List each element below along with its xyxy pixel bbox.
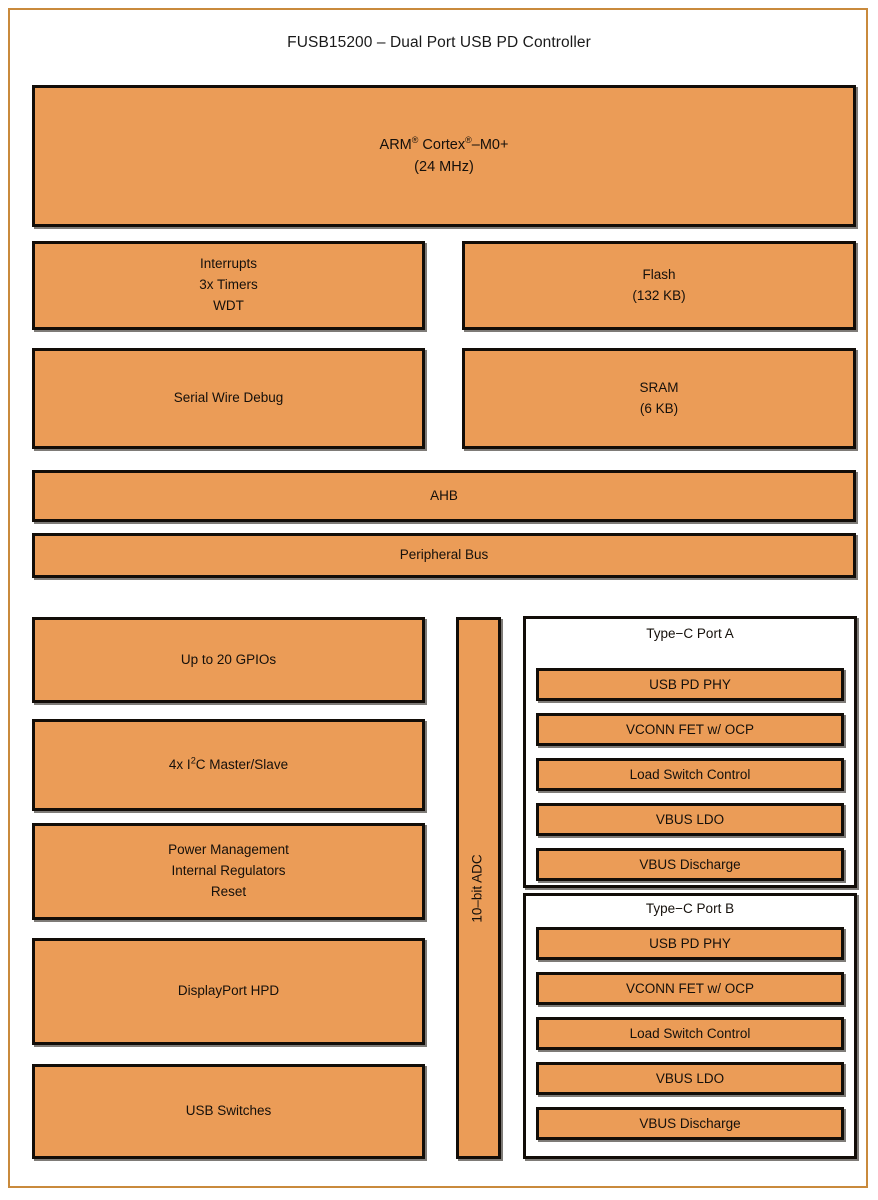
displayport-hpd-label: DisplayPort HPD [177,983,280,999]
port-b-header: Type−C Port B [645,901,735,916]
power-line-3: Reset [210,883,247,899]
usb-switches-label: USB Switches [185,1103,272,1119]
power-line-1: Power Management [168,842,289,858]
ahb-label: AHB [430,487,458,503]
port-a-row-vconn-fet: VCONN FET w/ OCP [536,713,844,746]
port-b-row-vbus-discharge: VBUS Discharge [536,1107,844,1140]
adc-label: 10–bit ADC [470,853,486,923]
container-type-c-port-b: Type−C Port B USB PD PHY VCONN FET w/ OC… [523,893,857,1159]
cpu-name-middle: Cortex [418,136,466,153]
i2c-suffix: C Master/Slave [195,756,289,772]
block-ahb-bus: AHB [32,470,856,522]
power-label: Power Management Internal Regulators Res… [168,840,289,903]
swd-label: Serial Wire Debug [173,390,284,406]
port-b-row-label: VBUS LDO [655,1071,725,1086]
gpio-label: Up to 20 GPIOs [180,651,277,667]
block-displayport-hpd: DisplayPort HPD [32,938,425,1045]
registered-icon: ® [465,134,472,145]
flash-label: Flash (132 KB) [632,265,685,307]
cpu-label: ARM® Cortex®–M0+ (24 MHz) [380,134,509,179]
sram-line-2: (6 KB) [639,400,679,416]
port-a-row-label: VCONN FET w/ OCP [625,722,754,737]
i2c-superscript: 2 [190,755,196,766]
sram-label: SRAM (6 KB) [639,378,678,420]
port-a-row-label: Load Switch Control [629,767,751,782]
block-peripheral-bus: Peripheral Bus [32,533,856,578]
port-a-row-label: VBUS Discharge [639,857,741,872]
power-line-2: Internal Regulators [171,863,286,879]
interrupts-label: Interrupts 3x Timers WDT [199,254,258,317]
i2c-prefix: 4x I [168,756,191,772]
port-a-row-label: VBUS LDO [655,812,725,827]
interrupts-line-3: WDT [213,297,244,313]
port-a-header: Type−C Port A [646,626,734,641]
diagram-title: FUSB15200 – Dual Port USB PD Controller [287,34,591,51]
container-type-c-port-a: Type−C Port A USB PD PHY VCONN FET w/ OC… [523,616,857,888]
interrupts-line-1: Interrupts [199,256,257,272]
block-power-management: Power Management Internal Regulators Res… [32,823,425,920]
port-a-row-vbus-ldo: VBUS LDO [536,803,844,836]
registered-icon: ® [411,134,419,145]
i2c-label: 4x I2C Master/Slave [169,755,288,776]
block-usb-switches: USB Switches [32,1064,425,1159]
port-b-row-vconn-fet: VCONN FET w/ OCP [536,972,844,1005]
port-a-row-load-switch-control: Load Switch Control [536,758,844,791]
port-b-row-label: VBUS Discharge [639,1116,741,1131]
port-a-row-label: USB PD PHY [649,677,731,692]
port-b-row-vbus-ldo: VBUS LDO [536,1062,844,1095]
cpu-clock: (24 MHz) [414,159,474,175]
block-arm-cortex-m0: ARM® Cortex®–M0+ (24 MHz) [32,85,856,227]
block-gpios: Up to 20 GPIOs [32,617,425,703]
port-b-row-label: USB PD PHY [649,936,731,951]
block-i2c-master-slave: 4x I2C Master/Slave [32,719,425,811]
block-serial-wire-debug: Serial Wire Debug [32,348,425,449]
port-b-row-load-switch-control: Load Switch Control [536,1017,844,1050]
peripheral-bus-label: Peripheral Bus [399,547,489,563]
sram-line-1: SRAM [639,379,679,395]
block-sram: SRAM (6 KB) [462,348,856,449]
block-flash: Flash (132 KB) [462,241,856,330]
interrupts-line-2: 3x Timers [199,277,258,293]
block-adc: 10–bit ADC [456,617,501,1159]
port-a-row-vbus-discharge: VBUS Discharge [536,848,844,881]
cpu-name-prefix: ARM [379,136,412,153]
port-b-row-label: Load Switch Control [629,1026,751,1041]
port-a-row-usb-pd-phy: USB PD PHY [536,668,844,701]
flash-line-1: Flash [642,266,676,282]
cpu-name-suffix: –M0+ [471,136,509,153]
port-b-row-label: VCONN FET w/ OCP [625,981,754,996]
block-interrupts-timers-wdt: Interrupts 3x Timers WDT [32,241,425,330]
flash-line-2: (132 KB) [632,287,686,303]
port-b-row-usb-pd-phy: USB PD PHY [536,927,844,960]
